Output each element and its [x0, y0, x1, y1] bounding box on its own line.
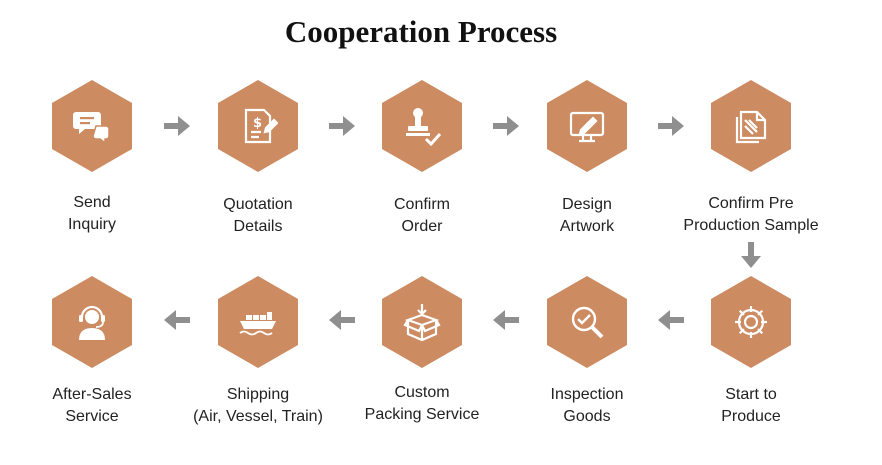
- step-design-artwork: [547, 80, 627, 172]
- fabric-sample-icon: [735, 110, 767, 144]
- chat-bubbles-icon: [73, 112, 110, 145]
- step-start-to-produce: [711, 276, 791, 368]
- step-send-inquiry: [52, 80, 132, 172]
- step-custom-packing-service: [382, 276, 462, 368]
- step-inspection-goods: [547, 276, 627, 368]
- quotation-document-icon: $: [244, 108, 278, 144]
- arrow-left-icon: [329, 310, 355, 330]
- stamp-check-icon: [406, 108, 442, 146]
- step-shipping: [218, 276, 298, 368]
- cargo-ship-icon: [239, 312, 276, 336]
- headset-agent-icon: [79, 305, 105, 340]
- monitor-design-icon: [569, 111, 605, 143]
- step-confirm-order: [382, 80, 462, 172]
- svg-text:$: $: [253, 116, 262, 131]
- step-confirm-pre-production-sample: [711, 80, 791, 172]
- step-label-shipping: Shipping(Air, Vessel, Train): [193, 386, 323, 425]
- arrow-right-icon: [329, 116, 355, 136]
- arrow-left-icon: [164, 310, 190, 330]
- arrow-left-icon: [493, 310, 519, 330]
- step-after-sales-service: [52, 276, 132, 368]
- arrow-right-icon: [493, 116, 519, 136]
- gear-icon: [735, 306, 767, 338]
- arrow-down-icon: [741, 242, 761, 268]
- inspection-magnifier-icon: [571, 306, 604, 339]
- page-title: Cooperation Process: [284, 14, 558, 49]
- arrow-right-icon: [164, 116, 190, 136]
- arrow-right-icon: [658, 116, 684, 136]
- box-packing-icon: [403, 304, 441, 342]
- step-quotation-details: $: [218, 80, 298, 172]
- arrow-left-icon: [658, 310, 684, 330]
